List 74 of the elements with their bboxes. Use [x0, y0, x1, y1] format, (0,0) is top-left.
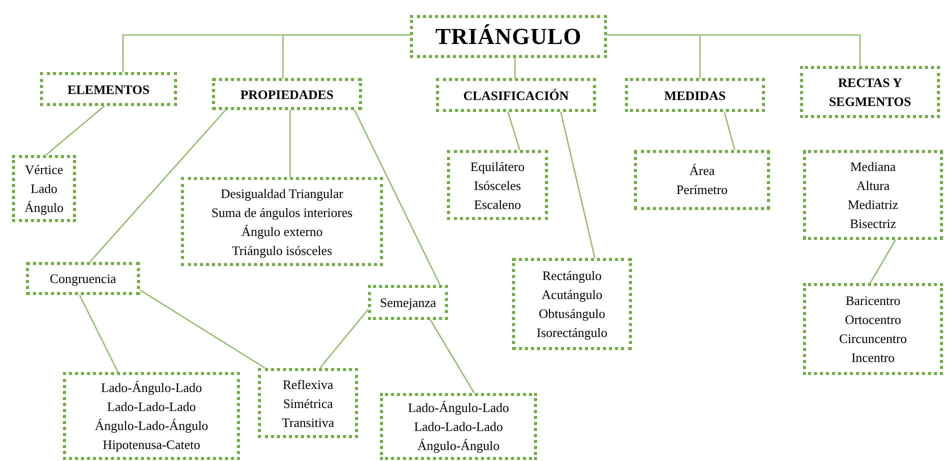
- category-box: [212, 78, 362, 110]
- concept-label: Lado-Lado-Lado: [107, 398, 196, 416]
- concept-label: Lado-Lado-Lado: [414, 418, 503, 436]
- category-box: [40, 72, 177, 106]
- connector-line: [354, 110, 441, 286]
- connector-line: [507, 112, 520, 150]
- concept-label: Transitiva: [282, 414, 334, 432]
- concept-label: Altura: [856, 177, 890, 195]
- connector-line: [289, 110, 291, 177]
- connector-line: [870, 240, 896, 284]
- category-box: [625, 78, 765, 112]
- connector-line: [89, 110, 226, 262]
- concept-label: Ángulo externo: [241, 222, 323, 240]
- concept-label: Ángulo-Ángulo: [417, 437, 500, 455]
- concept-box: [380, 393, 537, 460]
- concept-label: Reflexiva: [282, 376, 334, 394]
- concept-box: [368, 285, 448, 320]
- concept-label: Rectángulo: [542, 267, 602, 285]
- concept-label: Desigualdad Triangular: [220, 184, 344, 202]
- connector-line: [79, 294, 118, 372]
- concept-box: [63, 372, 240, 460]
- concept-label: Equilátero: [470, 158, 525, 176]
- category-box: [436, 78, 596, 112]
- concept-label: Perímetro: [676, 181, 728, 199]
- concept-box: [12, 155, 76, 222]
- concept-box: [512, 258, 632, 350]
- concept-label: Triángulo isósceles: [232, 242, 332, 260]
- connector-line: [282, 34, 410, 78]
- concept-label: Incentro: [851, 349, 895, 367]
- concept-label: Lado-Ángulo-Lado: [408, 399, 510, 417]
- category-label: PROPIEDADES: [240, 86, 334, 104]
- connector-line: [724, 112, 736, 150]
- concept-box: [258, 368, 358, 438]
- connector-line: [514, 58, 516, 78]
- connector-line: [140, 290, 266, 369]
- concept-label: Ángulo: [24, 199, 64, 217]
- concept-label: Semejanza: [380, 294, 436, 312]
- concept-label: Lado-Ángulo-Lado: [100, 379, 202, 397]
- category-box: [800, 66, 940, 118]
- concept-label: Ángulo-Lado-Ángulo: [94, 417, 208, 435]
- concept-label: Ortocentro: [844, 311, 902, 329]
- concept-label: Lado: [30, 180, 58, 198]
- concept-box: [447, 150, 548, 220]
- concept-box: [803, 150, 943, 240]
- category-label: ELEMENTOS: [67, 80, 150, 98]
- concept-label: Acutángulo: [542, 286, 602, 304]
- concept-label: Mediatriz: [848, 196, 898, 214]
- concept-box: [26, 262, 140, 295]
- connector-line: [46, 106, 105, 156]
- connector-line: [607, 34, 861, 66]
- concept-label: Área: [689, 162, 715, 180]
- connector-line: [560, 112, 596, 258]
- connector-line: [430, 320, 475, 394]
- concept-label: Simétrica: [283, 394, 333, 412]
- category-label: CLASIFICACIÓN: [463, 86, 569, 104]
- concept-label: Congruencia: [50, 270, 116, 288]
- category-label: RECTAS Y SEGMENTOS: [828, 74, 912, 111]
- concept-label: Escaleno: [474, 196, 521, 214]
- concept-label: Baricentro: [846, 292, 900, 310]
- concept-box: [803, 283, 943, 375]
- category-label: MEDIDAS: [664, 86, 726, 104]
- concept-label: Bisectriz: [850, 215, 896, 233]
- concept-label: Vértice: [24, 161, 64, 179]
- concept-label: Isorectángulo: [536, 324, 608, 342]
- concept-label: Hipotenusa-Cateto: [102, 436, 200, 454]
- concept-label: Mediana: [850, 158, 896, 176]
- connector-line: [320, 309, 368, 368]
- concept-label: Obtusángulo: [538, 305, 606, 323]
- concept-label: Isósceles: [474, 176, 521, 194]
- concept-box: [181, 177, 383, 266]
- concept-label: Circuncentro: [839, 330, 907, 348]
- title-box: [410, 15, 607, 58]
- concept-label: Suma de ángulos interiores: [211, 204, 353, 222]
- concept-box: [634, 150, 770, 210]
